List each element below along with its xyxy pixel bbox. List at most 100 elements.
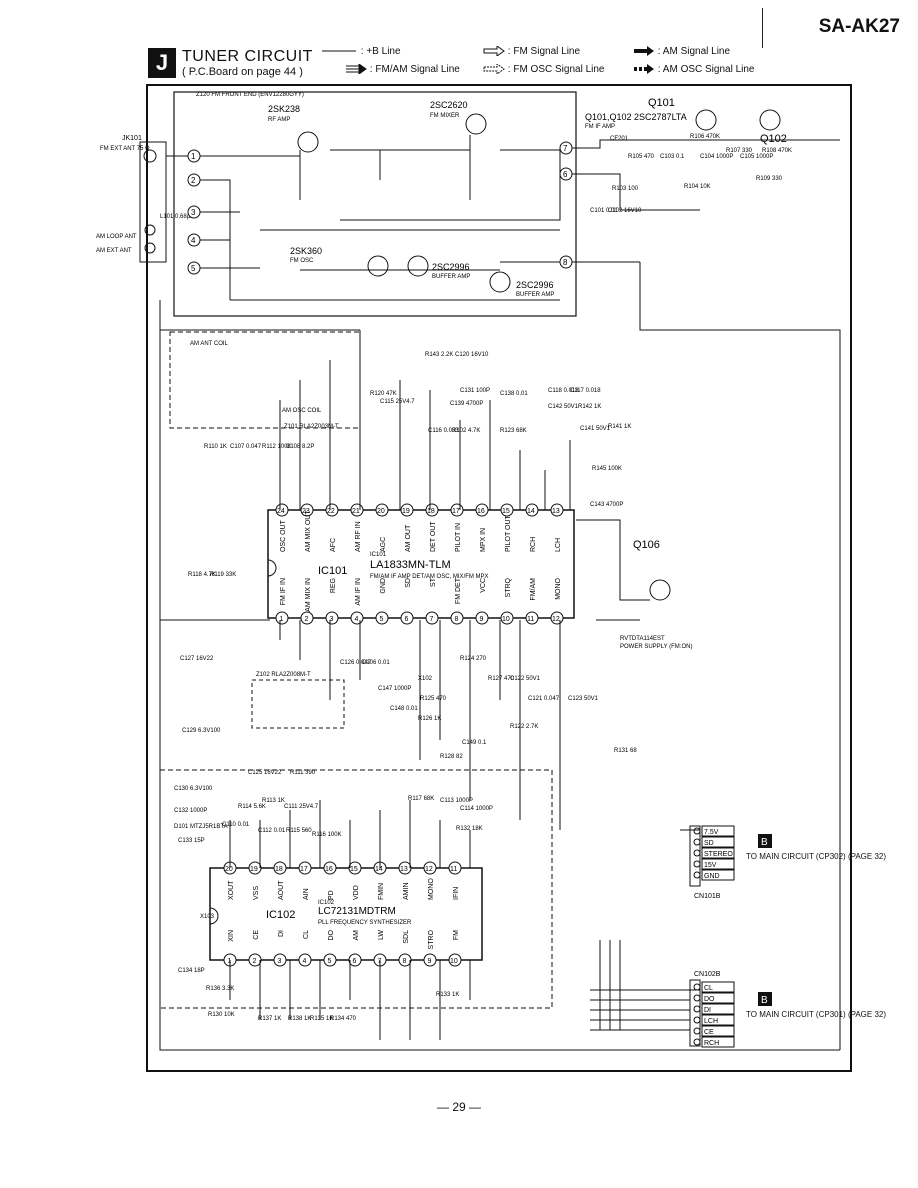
ic-pin-number	[500, 611, 514, 625]
component-ref-label: C115 25V4.7	[380, 399, 415, 405]
am-ext-ant-label: AM EXT ANT	[96, 248, 132, 254]
cn102b-label: CN102B	[694, 971, 721, 978]
connector-pin	[693, 827, 701, 835]
svg-text:3: 3	[191, 208, 196, 217]
connector-pin-box	[701, 1025, 735, 1037]
component-ref-label: C142 50V1	[548, 404, 579, 410]
component-ref-label: C131 100P	[460, 388, 490, 394]
cn101b-destination: TO MAIN CIRCUIT (CP302) (PAGE 32)	[746, 852, 887, 861]
connector-pin-box	[701, 1014, 735, 1026]
fm-osc-transistor-label: 2SK360	[290, 246, 322, 256]
if-amp-transistor-label: Q101,Q102 2SC2787LTA	[585, 112, 687, 122]
main-wiring	[159, 300, 841, 1051]
ic-pin-number-label: 2	[253, 958, 257, 965]
legend-solid-arrow-icon	[634, 46, 654, 57]
component-ref-label: C148 0.01	[390, 706, 418, 712]
ic-pin-number-label: 10	[502, 616, 510, 623]
svg-text:8: 8	[563, 258, 568, 267]
q106-label: Q106	[633, 539, 660, 551]
legend-dotted-arrow-icon	[483, 63, 505, 76]
component-ref-label: C102 16V10	[608, 208, 642, 214]
q102-label: Q102	[760, 133, 787, 145]
ic-pin-number	[398, 861, 412, 875]
connector-pin-label: DI	[704, 1007, 711, 1014]
q106-desc: POWER SUPPLY (FM:ON)	[620, 644, 692, 650]
ic-pin-name: AIN	[303, 888, 310, 900]
ic-pin-number-label: 13	[400, 866, 408, 873]
ic-pin-number	[448, 861, 462, 875]
connector-pin-box	[701, 1036, 735, 1048]
component-ref-label: R141 1K	[608, 424, 631, 430]
ic-pin-name: FM/AM	[530, 578, 537, 601]
ic-pin-name: REG	[330, 578, 337, 593]
section-letter-badge: J	[148, 48, 176, 78]
connector-pin-box	[701, 869, 735, 881]
connector-pin	[693, 860, 701, 868]
component-ref-label: R125 470	[420, 696, 447, 702]
svg-text:4: 4	[191, 236, 196, 245]
ic-pin-number-label: 2	[305, 616, 309, 623]
component-ref-label: C116 0.033	[428, 428, 459, 434]
component-ref-label: R117 68K	[408, 796, 434, 802]
buffer-amp-2-label: 2SC2996	[516, 280, 554, 290]
component-ref-label: X102	[418, 676, 433, 682]
ic-pin-number	[450, 611, 464, 625]
ic-pin-name: IFIN	[453, 887, 460, 900]
component-ref-label: C117 0.018	[570, 388, 601, 394]
ic101-notch	[267, 559, 277, 577]
component-ref-label: R109 330	[756, 176, 783, 182]
component-ref-label: C103 0.1	[660, 154, 685, 160]
ic-pin-name: VDD	[353, 885, 360, 900]
component-ref-label: R104 10K	[684, 184, 711, 190]
legend-dashed-arrow-icon	[634, 64, 654, 75]
component-ref-label: C132 1000P	[174, 808, 207, 814]
ic-pin-name: AM MIX IN	[305, 578, 312, 612]
connector-pin-label: LCH	[704, 1018, 718, 1025]
diagram-title: TUNER CIRCUIT	[182, 48, 313, 65]
buffer-amp-1-label: 2SC2996	[432, 262, 470, 272]
ic-pin-number-label: 18	[427, 508, 435, 515]
ic-pin-number-label: 5	[328, 958, 332, 965]
ic-pin-name: AM RF IN	[355, 521, 362, 552]
ic-pin-number-label: 3	[330, 616, 334, 623]
ic-pin-number	[273, 953, 287, 967]
ic-pin-number-label: 1	[280, 616, 284, 623]
z102-block	[251, 679, 345, 729]
q106-part: RVTDTA114EST	[620, 636, 665, 642]
component-ref-label: C134 18P	[178, 968, 205, 974]
ic-pin-number-label: 15	[502, 508, 510, 515]
ic-pin-number	[425, 503, 439, 517]
component-ref-label: C120 16V10	[455, 352, 489, 358]
ic-pin-number-label: 11	[450, 866, 457, 873]
component-ref-label: C125 16V22	[248, 770, 282, 776]
svg-text:7: 7	[563, 144, 568, 153]
component-ref-label: C149 0.1	[462, 740, 487, 746]
ic101-part: LA1833MN-TLM	[370, 559, 451, 571]
ic-pin-number-label: 14	[527, 508, 535, 515]
ic-pin-number-label: 8	[403, 958, 407, 965]
ic-pin-name: CL	[303, 930, 310, 939]
ic-pin-number-label: 20	[225, 866, 233, 873]
ic-pin-name: MPX IN	[480, 528, 487, 552]
ic102-desc: PLL FREQUENCY SYNTHESIZER	[318, 920, 412, 926]
legend-item: : FM/AM Signal Line	[345, 63, 460, 76]
component-ref-label: R113 1K	[262, 798, 285, 804]
component-ref-label: C127 16V22	[180, 656, 214, 662]
connector-pin	[693, 1005, 701, 1013]
ic-pin-number-label: 18	[275, 866, 283, 873]
connector-pin-box	[701, 1003, 735, 1015]
connector-pin-box	[701, 847, 735, 859]
component-ref-label: R137 1K	[258, 1016, 281, 1022]
ic-pin-name: XIN	[228, 930, 235, 942]
svg-text:2: 2	[191, 176, 196, 185]
buffer-amp-2-desc: BUFFER AMP	[516, 292, 554, 298]
ic-pin-number	[298, 861, 312, 875]
component-ref-label: R122 2.7K	[510, 724, 538, 730]
ic-pin-name: FM	[453, 930, 460, 940]
ic-pin-number-label: 16	[477, 508, 485, 515]
ic-pin-number-label: 4	[303, 958, 307, 965]
fm-mixer-transistor-label: 2SC2620	[430, 100, 468, 110]
component-ref-label: C104 1000P	[700, 154, 733, 160]
component-ref-label: R108 470K	[762, 148, 792, 154]
front-end-block	[173, 91, 577, 317]
